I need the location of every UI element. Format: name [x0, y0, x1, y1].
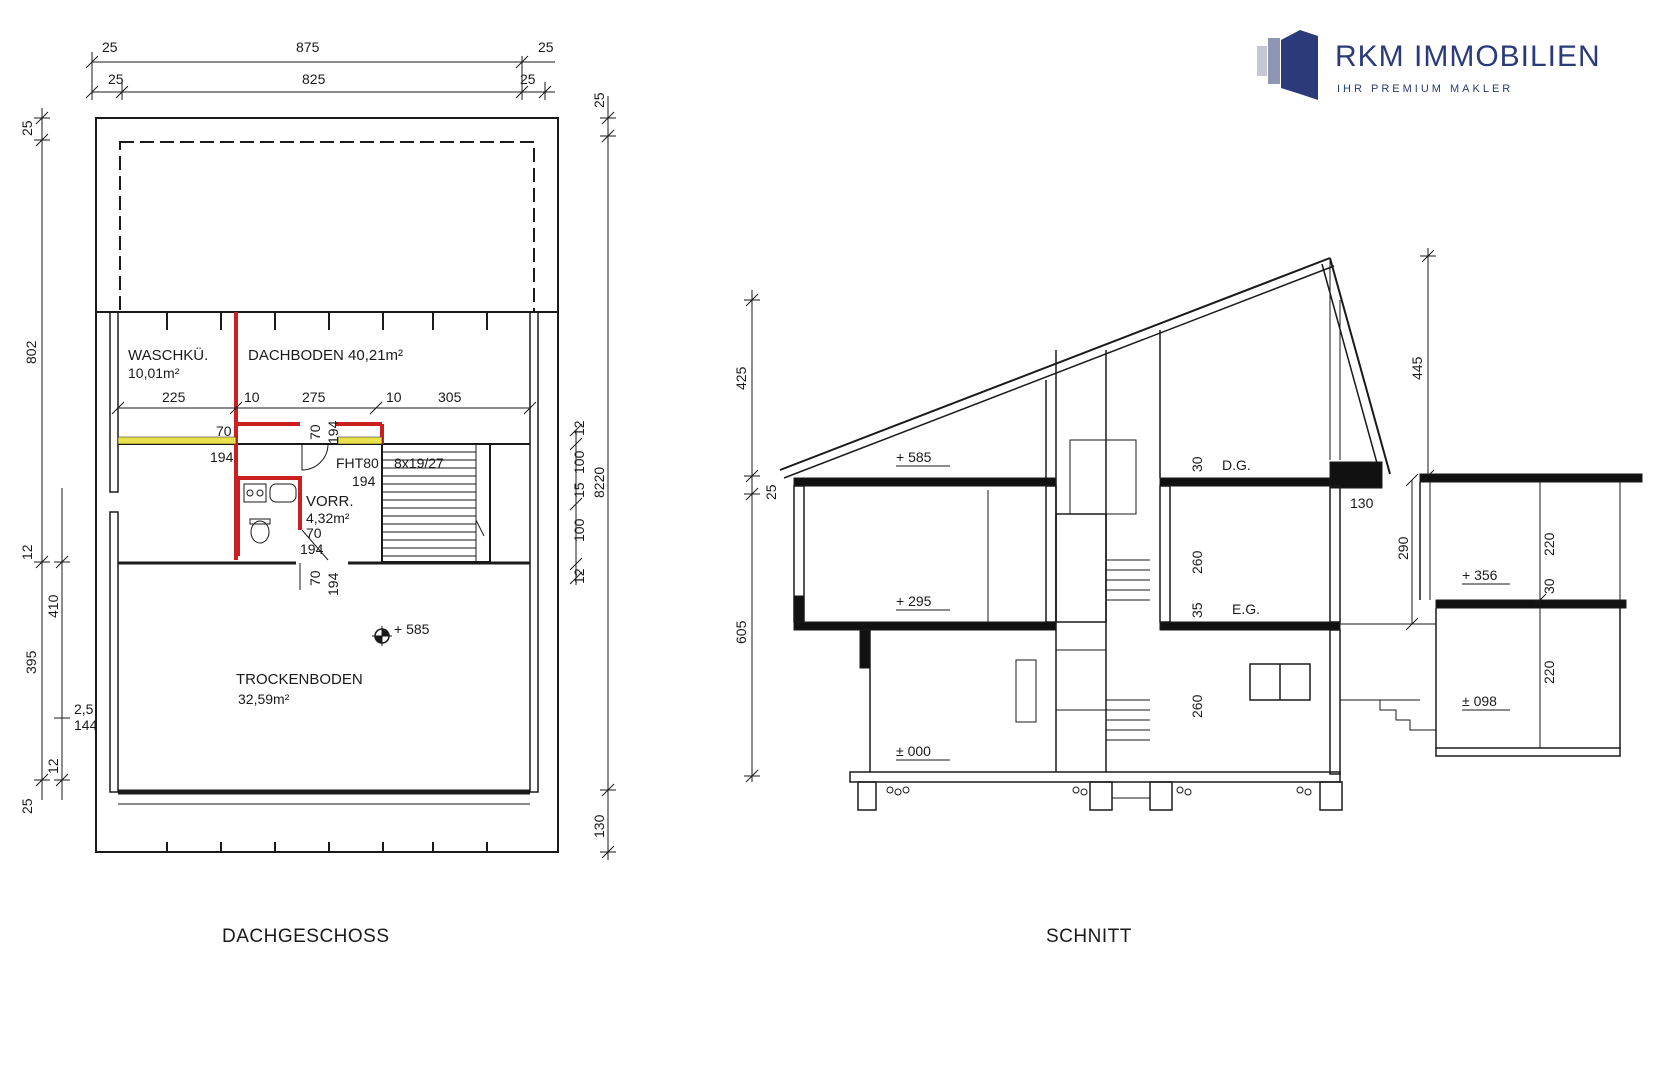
- door-fht80: FHT80: [336, 455, 379, 471]
- dim-inner-225: 225: [162, 389, 186, 405]
- dim-right-25: 25: [591, 92, 607, 108]
- red-wall-highlight: [234, 312, 384, 560]
- roof-overhang-dashed: [119, 141, 535, 313]
- sec-level-098: ± 098: [1462, 693, 1497, 709]
- dim-top-inner: 825: [302, 71, 326, 87]
- dim-d194c: 194: [352, 473, 376, 489]
- left-wall: [109, 311, 119, 493]
- staircase: [381, 443, 491, 563]
- sec-level-356: + 356: [1462, 567, 1498, 583]
- plan-top-dimensions: [85, 52, 555, 100]
- dim-top-right-inner: 25: [520, 71, 536, 87]
- dim-right-12a: 12: [571, 420, 587, 436]
- dim-inner-275: 275: [302, 389, 326, 405]
- room-vorraum-name: VORR.: [306, 493, 354, 510]
- plan-outline: [95, 117, 559, 853]
- sec-level-585: + 585: [896, 449, 932, 465]
- dim-inner-10b: 10: [386, 389, 402, 405]
- sec-dim-260b: 260: [1189, 694, 1205, 718]
- sec-dim-220a: 220: [1541, 532, 1557, 556]
- room-trockenboden-name: TROCKENBODEN: [236, 671, 363, 688]
- level-marker-icon: [372, 626, 392, 646]
- dim-d70c: 70: [306, 525, 322, 541]
- plan-title: DACHGESCHOSS: [222, 926, 390, 947]
- logo-brand-text: RKM IMMOBILIEN: [1335, 40, 1601, 73]
- dim-d70b: 70: [307, 424, 323, 440]
- sec-level-dg: D.G.: [1222, 457, 1251, 473]
- dim-left-12: 12: [19, 544, 35, 560]
- sec-dim-130: 130: [1350, 495, 1374, 511]
- dim-d194d: 194: [300, 541, 324, 557]
- dim-left-410: 410: [45, 594, 61, 618]
- dim-left-2-5: 2,5: [74, 701, 94, 717]
- dim-left-25-bottom: 25: [19, 798, 35, 814]
- plan-left-dimensions: [34, 108, 70, 800]
- sec-dim-30a: 30: [1189, 456, 1205, 472]
- logo-mark-front: [1281, 30, 1318, 100]
- dim-right-100b: 100: [571, 518, 587, 542]
- dim-left-802: 802: [23, 340, 39, 364]
- dim-d194e: 194: [325, 572, 341, 596]
- dim-right-130: 130: [591, 814, 607, 838]
- room-waschkueche-area: 10,01m²: [128, 365, 180, 381]
- logo-slogan-text: IHR PREMIUM MAKLER: [1337, 83, 1513, 95]
- right-wall: [529, 311, 539, 793]
- room-trockenboden-area: 32,59m²: [238, 691, 290, 707]
- yellow-wall-highlight: [117, 436, 237, 445]
- logo-mark-middle: [1268, 38, 1280, 84]
- dim-left-395: 395: [23, 650, 39, 674]
- dim-right-8220: 8220: [591, 467, 607, 498]
- level-mark-585: + 585: [394, 621, 430, 637]
- dim-right-12b: 12: [571, 568, 587, 584]
- door-swings: [299, 443, 329, 590]
- section-drawing: 425 25 605: [733, 248, 1643, 947]
- dim-top-left-inner: 25: [108, 71, 124, 87]
- dim-left-25-top: 25: [19, 120, 35, 136]
- dim-right-100a: 100: [571, 450, 587, 474]
- plan-walls: [95, 117, 559, 853]
- room-dachboden: DACHBODEN 40,21m²: [248, 347, 403, 364]
- dim-top-overall: 875: [296, 39, 320, 55]
- dim-d70d: 70: [307, 570, 323, 586]
- floor-plan: 25 875 25 25 825 25 25 802 12 410 395: [19, 39, 616, 947]
- yellow-wall-highlight-2: [337, 436, 383, 445]
- sec-dim-260a: 260: [1189, 550, 1205, 574]
- sec-level-eg: E.G.: [1232, 601, 1260, 617]
- dim-top-right-outer: 25: [538, 39, 554, 55]
- stair-spec: 8x19/27: [394, 455, 444, 471]
- section-annex: [1340, 473, 1643, 757]
- dim-inner-305: 305: [438, 389, 462, 405]
- sec-dim-425: 425: [733, 366, 749, 390]
- sec-dim-35: 35: [1189, 602, 1205, 618]
- sec-dim-605: 605: [733, 620, 749, 644]
- sec-dim-445: 445: [1409, 356, 1425, 380]
- section-title: SCHNITT: [1046, 926, 1132, 947]
- room-waschkueche-name: WASCHKÜ.: [128, 346, 208, 364]
- sec-level-295: + 295: [896, 593, 932, 609]
- company-logo: RKM IMMOBILIEN IHR PREMIUM MAKLER: [1257, 30, 1601, 100]
- dim-top-left-outer: 25: [102, 39, 118, 55]
- dim-d194a: 194: [210, 449, 234, 465]
- dim-left-144: 144: [74, 717, 98, 733]
- sec-dim-30b: 30: [1541, 578, 1557, 594]
- bathroom-fixtures: [243, 483, 297, 544]
- dim-d70a: 70: [216, 423, 232, 439]
- sec-dim-220b: 220: [1541, 660, 1557, 684]
- dim-inner-10a: 10: [244, 389, 260, 405]
- dim-left-12b: 12: [45, 758, 61, 774]
- logo-mark-back: [1257, 46, 1267, 76]
- room-vorraum-area: 4,32m²: [306, 510, 350, 526]
- left-wall-lower: [109, 511, 119, 793]
- dim-d194b: 194: [325, 420, 341, 444]
- sec-level-000: ± 000: [896, 743, 931, 759]
- section-structure: [793, 330, 1383, 811]
- plan-right-dimensions: [569, 96, 616, 860]
- sec-dim-290: 290: [1395, 536, 1411, 560]
- section-roof: [779, 257, 1391, 479]
- sec-dim-25: 25: [763, 484, 779, 500]
- dim-right-15: 15: [571, 482, 587, 498]
